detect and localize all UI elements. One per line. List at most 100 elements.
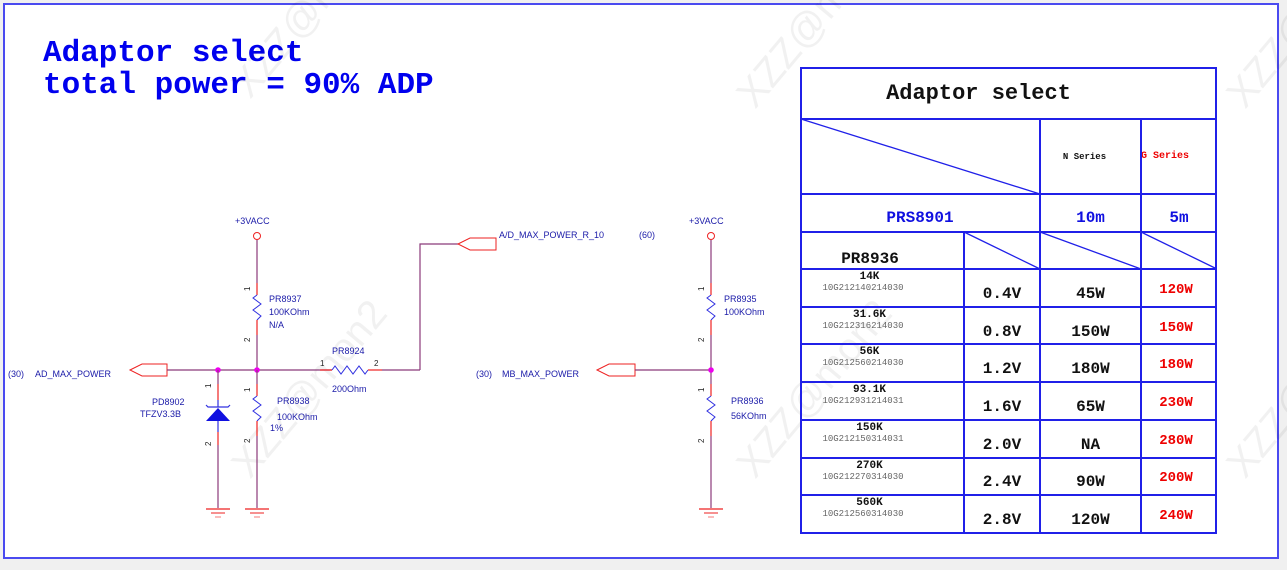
resistor-value: 56K [859, 346, 880, 359]
n-series-power: 45W [1076, 284, 1105, 303]
table-line [800, 305, 1217, 308]
n-series-power: 65W [1076, 397, 1105, 416]
port-name-ad-max-power-r10: A/D_MAX_POWER_R_10 [499, 230, 604, 240]
resistor-value: 150K [856, 421, 883, 434]
col-header-n-series: N Series [1062, 151, 1107, 162]
part-number: 10G212150314031 [822, 433, 904, 444]
watermark: XZZ@mon2 [1218, 0, 1287, 116]
g-series-power: 280W [1159, 432, 1193, 449]
part-number: 10G212316214030 [822, 320, 904, 331]
part-number: 10G212560314030 [822, 509, 904, 520]
zener-diode-pd8902-icon [206, 408, 230, 421]
pr8937-note: N/A [269, 320, 284, 330]
pin-number: 2 [243, 337, 252, 342]
pin-number: 2 [697, 337, 706, 342]
pin-number: 1 [204, 383, 213, 388]
power-symbol-icon [707, 232, 715, 240]
pin-number: 1 [243, 387, 252, 392]
pr8924-ref: PR8924 [332, 346, 365, 356]
cell-diagonal [1039, 231, 1142, 270]
table-border [1215, 67, 1217, 534]
header-diagonal [800, 118, 1041, 195]
port-ref: (30) [8, 369, 24, 379]
pin-number: 1 [697, 387, 706, 392]
n-series-power: NA [1080, 435, 1101, 454]
voltage-value: 0.4V [982, 284, 1022, 303]
part-number: 10G212270314030 [822, 471, 904, 482]
resistor-pr8924-icon [331, 365, 369, 375]
heading-line-2: total power = 90% ADP [43, 68, 434, 103]
pr8938-value: 100KOhm [277, 412, 318, 422]
table-line [800, 231, 1217, 233]
col-header-g-series: G Series [1141, 151, 1190, 162]
part-number: 10G212931214031 [822, 396, 904, 407]
left-circuit: +3VACC 1 2 PR8937 100KOhm N/A (30) AD_MA… [8, 216, 655, 518]
heading-line-1: Adaptor select [43, 36, 304, 71]
prs8901-g-value: 5m [1169, 209, 1189, 227]
prs8901-label: PRS8901 [886, 209, 954, 227]
power-label-3vacc: +3VACC [689, 216, 724, 226]
voltage-value: 0.8V [982, 322, 1022, 341]
cell-diagonal [1140, 231, 1217, 270]
adaptor-select-table: Adaptor select N Series G Series PRS8901… [800, 67, 1217, 534]
g-series-power: 150W [1159, 319, 1193, 336]
zener-bar [205, 404, 231, 408]
pin-number: 2 [243, 438, 252, 443]
wire [419, 243, 458, 370]
ground-icon [206, 508, 230, 518]
n-series-power: 180W [1071, 360, 1110, 379]
part-number: 10G212560214030 [822, 358, 904, 369]
port-ad-max-power-r10-icon[interactable] [456, 237, 497, 251]
resistor-pr8937-icon [252, 294, 262, 321]
power-symbol-icon [253, 232, 261, 240]
ground-icon [245, 508, 269, 518]
pr8937-ref: PR8937 [269, 294, 302, 304]
pr8937-value: 100KOhm [269, 307, 310, 317]
watermark: XZZ@mon2 [223, 0, 396, 106]
voltage-value: 2.8V [982, 511, 1022, 530]
pin-number: 2 [374, 359, 379, 368]
table-line [800, 418, 1217, 421]
pr8936-value: 56KOhm [731, 411, 767, 421]
resistor-value: 31.6K [852, 308, 886, 321]
g-series-power: 120W [1159, 281, 1193, 298]
pin-number: 1 [697, 286, 706, 291]
table-line [1039, 119, 1041, 534]
table-diagonals [800, 118, 1217, 270]
resistor-value: 270K [856, 459, 883, 472]
n-series-power: 120W [1071, 511, 1110, 530]
pd8902-ref: PD8902 [152, 397, 185, 407]
table-line [800, 193, 1217, 195]
pin-number: 2 [204, 441, 213, 446]
pr8924-value: 200Ohm [332, 384, 367, 394]
port-ref-60: (60) [639, 230, 655, 240]
resistor-pr8935-icon [706, 294, 716, 321]
port-ad-max-power-icon[interactable] [128, 363, 168, 377]
voltage-value: 2.0V [982, 435, 1022, 454]
port-name-ad-max-power: AD_MAX_POWER [35, 369, 112, 379]
table-border [800, 67, 802, 534]
resistor-pr8938-icon [252, 395, 262, 422]
pin-number: 2 [697, 438, 706, 443]
table-line [1140, 119, 1142, 534]
n-series-power: 150W [1071, 322, 1110, 341]
resistor-value: 93.1K [852, 384, 886, 397]
voltage-value: 1.2V [982, 360, 1022, 379]
schematic-sheet [3, 3, 1279, 559]
power-label-3vacc: +3VACC [235, 216, 270, 226]
port-mb-max-power-icon[interactable] [595, 363, 636, 377]
resistor-value: 14K [859, 271, 880, 283]
pd8902-value: TFZV3.3B [140, 409, 181, 419]
table-line [800, 456, 1217, 459]
part-number: 10G212140214030 [822, 283, 904, 293]
voltage-value: 2.4V [982, 473, 1022, 492]
table-border [800, 67, 1217, 69]
